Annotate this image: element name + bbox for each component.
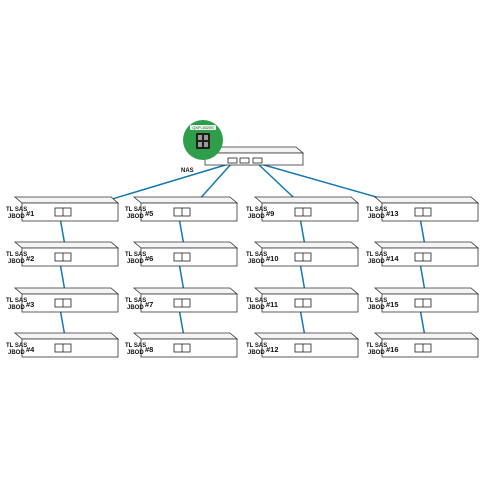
jbod-type-sublabel: JBOD	[248, 214, 265, 220]
jbod-type-sublabel: JBOD	[8, 305, 25, 311]
jbod-number: #11	[266, 300, 278, 309]
jbod-type-sublabel: JBOD	[248, 259, 265, 265]
jbod-top-face	[132, 287, 239, 295]
jbod-number: #12	[266, 345, 279, 354]
jbod-type-label: TL SAS	[125, 252, 146, 258]
jbod-number: #1	[26, 209, 34, 218]
jbod-type-label: TL SAS	[366, 207, 387, 213]
card-connector-c	[198, 142, 202, 147]
nas-port-1	[227, 157, 238, 164]
card-connector-a	[198, 135, 202, 140]
jbod-type-label: TL SAS	[6, 343, 27, 349]
jbod-number: #14	[386, 254, 399, 263]
nas-port-2	[239, 157, 250, 164]
jbod-type-label: TL SAS	[6, 252, 27, 258]
jbod-top-face	[13, 287, 120, 295]
jbod-type-label: TL SAS	[366, 343, 387, 349]
jbod-top-face	[13, 196, 120, 204]
jbod-number: #2	[26, 254, 34, 263]
nas-port-3	[252, 157, 263, 164]
jbod-type-sublabel: JBOD	[248, 305, 265, 311]
jbod-top-face	[373, 332, 480, 340]
jbod-type-label: TL SAS	[246, 343, 267, 349]
jbod-type-label: TL SAS	[366, 298, 387, 304]
jbod-top-face	[13, 241, 120, 249]
jbod-type-label: TL SAS	[125, 207, 146, 213]
jbod-type-sublabel: JBOD	[368, 259, 385, 265]
jbod-top-face	[373, 196, 480, 204]
nas-label: NAS	[181, 168, 194, 174]
card-connector-b	[204, 135, 208, 140]
jbod-number: #8	[145, 345, 153, 354]
jbod-top-face	[132, 241, 239, 249]
jbod-type-sublabel: JBOD	[368, 350, 385, 356]
jbod-type-label: TL SAS	[125, 298, 146, 304]
jbod-number: #15	[386, 300, 399, 309]
jbod-type-label: TL SAS	[6, 207, 27, 213]
jbod-type-label: TL SAS	[6, 298, 27, 304]
jbod-number: #3	[26, 300, 34, 309]
jbod-type-sublabel: JBOD	[368, 305, 385, 311]
jbod-top-face	[253, 332, 360, 340]
nas-unit: NAS	[181, 146, 305, 174]
jbod-number: #5	[145, 209, 153, 218]
card-connector-d	[204, 142, 208, 147]
expansion-card-inset: QXP-1620S	[183, 120, 223, 160]
jbod-type-sublabel: JBOD	[127, 305, 144, 311]
jbod-type-label: TL SAS	[125, 343, 146, 349]
jbod-top-face	[13, 332, 120, 340]
jbod-type-sublabel: JBOD	[8, 350, 25, 356]
jbod-top-face	[373, 241, 480, 249]
card-label: QXP-1620S	[192, 125, 214, 130]
jbod-top-face	[373, 287, 480, 295]
jbod-type-sublabel: JBOD	[127, 259, 144, 265]
jbod-number: #7	[145, 300, 153, 309]
jbod-type-sublabel: JBOD	[8, 259, 25, 265]
jbod-top-face	[253, 287, 360, 295]
jbod-type-sublabel: JBOD	[127, 214, 144, 220]
jbod-top-face	[253, 241, 360, 249]
jbod-type-label: TL SAS	[246, 298, 267, 304]
jbod-type-sublabel: JBOD	[248, 350, 265, 356]
jbod-number: #4	[26, 345, 35, 354]
jbod-number: #10	[266, 254, 279, 263]
jbod-type-label: TL SAS	[366, 252, 387, 258]
jbod-number: #6	[145, 254, 153, 263]
card-label-bg	[190, 125, 216, 130]
jbod-type-sublabel: JBOD	[127, 350, 144, 356]
jbod-number: #13	[386, 209, 399, 218]
jbod-number: #9	[266, 209, 274, 218]
jbod-type-sublabel: JBOD	[368, 214, 385, 220]
jbod-type-label: TL SAS	[246, 207, 267, 213]
jbod-type-label: TL SAS	[246, 252, 267, 258]
jbod-type-sublabel: JBOD	[8, 214, 25, 220]
jbod-top-face	[253, 196, 360, 204]
jbod-top-face	[132, 332, 239, 340]
jbod-number: #16	[386, 345, 399, 354]
jbod-top-face	[132, 196, 239, 204]
